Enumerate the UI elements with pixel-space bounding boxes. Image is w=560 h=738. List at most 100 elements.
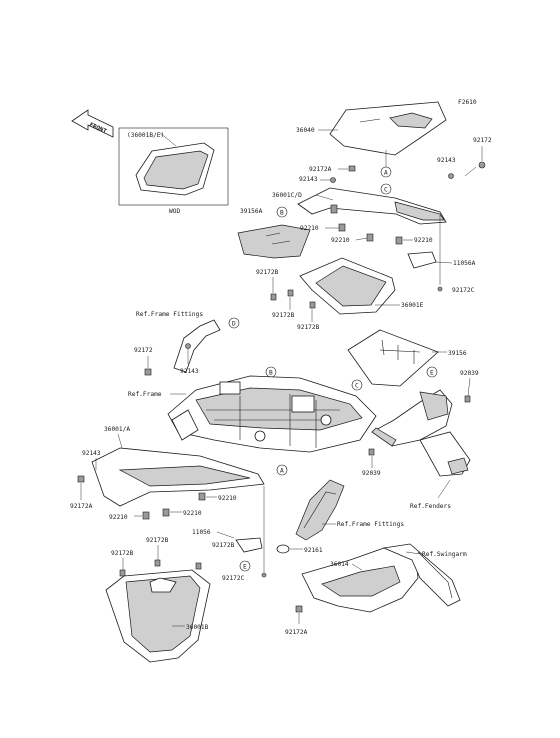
callout-c-top-text: C	[384, 187, 388, 194]
label-92039-b: 92039	[362, 470, 381, 477]
screw-icon-3	[287, 289, 294, 297]
grommet-icon	[448, 173, 454, 179]
grab-handle-part	[173, 319, 221, 373]
callout-d	[228, 317, 240, 329]
screw-icon-4	[309, 301, 316, 309]
clip-icon-6	[142, 511, 150, 520]
label-92143-left: 92143	[82, 450, 101, 457]
figure-code: F2610	[458, 99, 477, 106]
bolt-icon-3	[464, 395, 471, 403]
inset-label: (36001B/E)	[127, 132, 164, 139]
screw-icon-2	[270, 293, 277, 301]
screw-icon-8	[195, 562, 202, 570]
label-92143-top: 92143	[299, 176, 318, 183]
callout-e-bottom-text: E	[243, 564, 247, 571]
label-92172-top: 92172	[473, 137, 492, 144]
label-11056a: 11056A	[453, 260, 476, 267]
callout-c-mid	[351, 379, 363, 391]
callout-c-top	[380, 183, 392, 195]
grommet-icon-2	[330, 177, 336, 183]
seat-cowl-part	[318, 101, 447, 156]
label-39156: 39156	[448, 350, 467, 357]
bolt-icon-2	[144, 368, 152, 376]
pad-39156a	[237, 224, 311, 259]
callout-c-mid-text: C	[355, 383, 359, 390]
callout-e-right	[426, 366, 438, 378]
clip-icon-2	[366, 233, 374, 242]
callout-a-mid	[276, 464, 288, 476]
label-36001e: 36001E	[401, 302, 424, 309]
callout-b-top-text: B	[280, 210, 284, 217]
label-92210-a: 92210	[300, 225, 319, 232]
label-ref-frame-fittings-top: Ref.Frame Fittings	[136, 311, 203, 318]
frame-fitting-part	[295, 479, 345, 541]
label-92172a-top: 92172A	[309, 166, 332, 173]
label-39156a: 39156A	[240, 208, 263, 215]
callout-a-top-text: A	[384, 170, 388, 177]
label-92143-right: 92143	[437, 157, 456, 164]
nut-icon	[348, 165, 356, 172]
label-92172a-bottom: 92172A	[285, 629, 308, 636]
label-92143-mid: 92143	[180, 368, 199, 375]
bolt-icon-4	[368, 448, 375, 456]
screw-icon-6	[119, 569, 126, 577]
callout-e-right-text: E	[430, 370, 434, 377]
side-cover-36001a	[91, 447, 265, 507]
label-36001a: 36001/A	[104, 426, 130, 433]
callout-a-mid-text: A	[280, 468, 284, 475]
sub-frame-part	[167, 375, 377, 453]
rear-bracket-part	[371, 389, 471, 477]
side-cover-36001b	[105, 569, 211, 663]
inset-sublabel: WOD	[169, 208, 180, 215]
label-92172b-f: 92172B	[146, 537, 169, 544]
label-11056: 11056	[192, 529, 211, 536]
bolt-icon	[478, 161, 486, 169]
label-36014: 36014	[330, 561, 349, 568]
label-92172a-left: 92172A	[70, 503, 93, 510]
callout-d-text: D	[232, 321, 236, 328]
grommet-icon-3	[185, 343, 191, 349]
label-ref-fenders: Ref.Fenders	[410, 503, 451, 510]
mat-39156	[347, 329, 439, 387]
cap-92161-icon	[276, 544, 290, 554]
label-36001b: 36001B	[186, 624, 209, 631]
bolt-icon-6	[295, 605, 303, 613]
side-rail-part	[297, 187, 447, 225]
swingarm-cover-36014	[301, 543, 461, 613]
label-92210-f: 92210	[109, 514, 128, 521]
label-92172-mid: 92172	[134, 347, 153, 354]
callout-e-bottom	[239, 560, 251, 572]
label-92172c-top: 92172C	[452, 287, 475, 294]
label-92172b-d: 92172B	[212, 542, 235, 549]
callout-b-mid-text: B	[269, 370, 273, 377]
clip-icon-5	[162, 508, 170, 517]
label-92039-a: 92039	[460, 370, 479, 377]
label-92210-d: 92210	[218, 495, 237, 502]
label-92161: 92161	[304, 547, 323, 554]
inset-box: (36001B/E) WOD	[118, 127, 229, 215]
front-arrow-icon: FRONT	[71, 109, 114, 138]
label-92172c-bottom: 92172C	[222, 575, 245, 582]
clip-icon-3	[395, 236, 403, 245]
label-ref-frame: Ref.Frame	[128, 391, 162, 398]
screw-icon-5	[261, 572, 267, 578]
screw-icon-7	[154, 559, 161, 567]
label-92210-c: 92210	[414, 237, 433, 244]
bracket-11056	[235, 537, 263, 553]
label-92172b-a: 92172B	[256, 269, 279, 276]
clip-icon	[338, 223, 346, 232]
label-92210-e: 92210	[183, 510, 202, 517]
label-92172b-b: 92172B	[272, 312, 295, 319]
callout-b-top	[276, 206, 288, 218]
screw-icon	[437, 286, 443, 292]
clip-icon-4	[198, 492, 206, 501]
label-36040: 36040	[296, 127, 315, 134]
bolt-icon-5	[77, 475, 85, 483]
label-92210-b: 92210	[331, 237, 350, 244]
label-92172b-e: 92172B	[111, 550, 134, 557]
label-ref-swingarm: Ref.Swingarm	[422, 551, 467, 558]
bracket-11056a	[407, 251, 453, 269]
label-36001cd: 36001C/D	[272, 192, 302, 199]
